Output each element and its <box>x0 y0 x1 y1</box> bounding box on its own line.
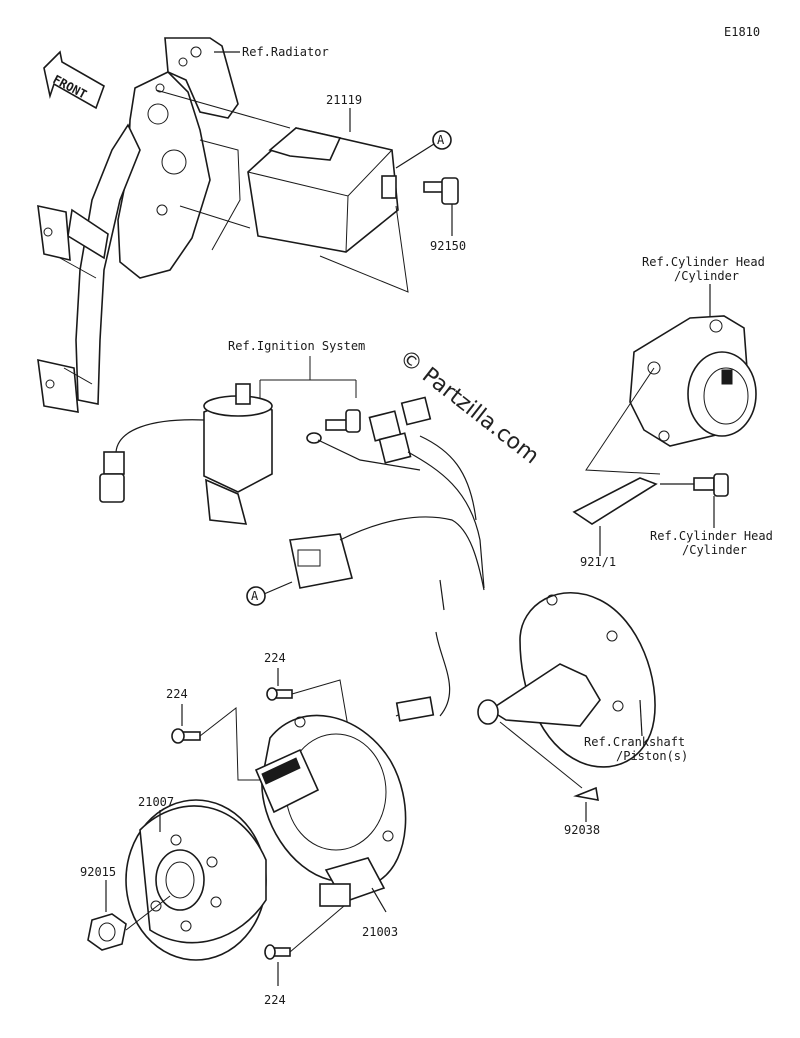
flywheel-21007 <box>125 799 267 961</box>
washer <box>306 432 322 444</box>
front-arrow-icon: FRONT <box>43 50 105 110</box>
label-224-bottom: 224 <box>264 993 286 1007</box>
coil-plug <box>103 451 125 475</box>
ref-ignition-label: Ref.Ignition System <box>228 339 365 353</box>
label-92150: 92150 <box>430 239 466 253</box>
nut-92015 <box>87 913 127 951</box>
key-92038 <box>573 786 599 801</box>
part-921-1-plate <box>572 477 658 525</box>
callout-a-top <box>432 130 452 150</box>
bolt-cylinder-head <box>660 473 729 497</box>
connector-block <box>289 516 485 591</box>
ref-cyl-head-bot-line2: /Cylinder <box>682 543 747 557</box>
ref-radiator-label: Ref.Radiator <box>242 45 329 59</box>
label-21007: 21007 <box>138 795 174 809</box>
part-21119-box <box>247 127 399 253</box>
frame-bracket <box>37 37 241 413</box>
bolt-small <box>325 419 349 431</box>
stator-plate-21003 <box>254 696 435 907</box>
crankshaft-housing <box>477 591 656 768</box>
ignition-coil <box>203 383 273 525</box>
svg-text:A: A <box>437 133 445 147</box>
diagram-code: E1810 <box>724 25 760 39</box>
ref-cyl-head-top-line1: Ref.Cylinder Head <box>642 255 765 269</box>
label-21003: 21003 <box>362 925 398 939</box>
label-224-left: 224 <box>166 687 188 701</box>
label-921-1: 921/1 <box>580 555 616 569</box>
bolt-92150 <box>423 177 459 236</box>
cylinder-head-part <box>629 315 757 447</box>
label-92038: 92038 <box>564 823 600 837</box>
label-224-top: 224 <box>264 651 286 665</box>
ref-crankshaft-line2: /Piston(s) <box>616 749 688 763</box>
callout-a-mid <box>246 586 266 606</box>
label-21119: 21119 <box>326 93 362 107</box>
wire-connectors <box>368 396 432 464</box>
ref-cyl-head-bot-line1: Ref.Cylinder Head <box>650 529 773 543</box>
ref-crankshaft-line1: Ref.Crankshaft <box>584 735 685 749</box>
svg-text:A: A <box>251 589 259 603</box>
label-92015: 92015 <box>80 865 116 879</box>
ref-cyl-head-top-line2: /Cylinder <box>674 269 739 283</box>
